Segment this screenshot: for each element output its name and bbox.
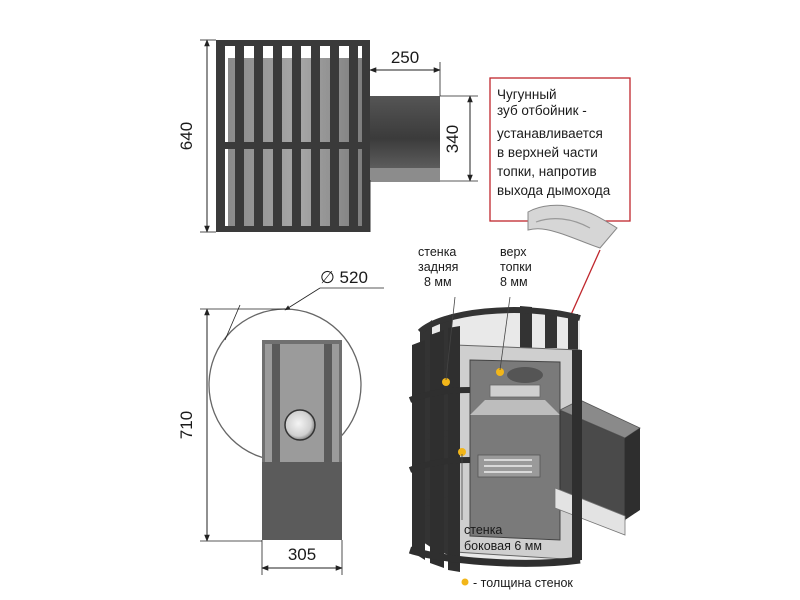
- legend-marker: [461, 578, 469, 586]
- side-wall-label-1: стенка: [464, 523, 502, 537]
- side-wall-label-2: боковая 6 мм: [464, 539, 542, 553]
- dim-250-label: 250: [391, 48, 419, 67]
- legend: - толщина стенок: [461, 576, 573, 590]
- thickness-marker-top: [496, 368, 504, 376]
- callout-line-2: зуб отбойник -: [497, 103, 587, 118]
- callout-line-3: устанавливается: [497, 126, 603, 141]
- back-wall-label-3: 8 мм: [424, 275, 452, 289]
- callout-line-5: топки, напротив: [497, 164, 597, 179]
- side-view: 640 250 340: [177, 39, 478, 233]
- top-firebox-label-1: верх: [500, 245, 527, 259]
- legend-text: - толщина стенок: [473, 576, 573, 590]
- back-wall-label-2: задняя: [418, 260, 458, 274]
- callout-box: [489, 77, 631, 222]
- front-view: ∅ 520 710 305: [177, 268, 384, 575]
- top-firebox-label-2: топки: [500, 260, 532, 274]
- top-firebox-label-3: 8 мм: [500, 275, 528, 289]
- thickness-marker-back: [442, 378, 450, 386]
- firebox-door: [262, 462, 342, 540]
- chimney-channel: [370, 96, 440, 181]
- chimney-bottom: [370, 168, 440, 182]
- cast-iron-deflector-callout: Чугунный зуб отбойник - устанавливается …: [489, 77, 631, 396]
- back-wall-label-1: стенка: [418, 245, 456, 259]
- dim-710-label: 710: [177, 411, 196, 439]
- callout-line-1: Чугунный: [497, 87, 557, 102]
- callout-line-4: в верхней части: [497, 145, 598, 160]
- dim-640-label: 640: [177, 122, 196, 150]
- deflector-tooth: [527, 204, 618, 249]
- thickness-marker-side: [458, 448, 466, 456]
- dim-340-label: 340: [443, 125, 462, 153]
- dim-305-label: 305: [288, 545, 316, 564]
- dim-520-label: ∅ 520: [320, 268, 368, 287]
- vertical-bars: [216, 40, 370, 232]
- wall-labels: стенка задняя 8 мм верх топки 8 мм стенк…: [418, 245, 542, 553]
- cutaway-3d-view: [408, 296, 641, 572]
- callout-line-6: выхода дымохода: [497, 183, 611, 198]
- chimney-outlet: [284, 409, 316, 441]
